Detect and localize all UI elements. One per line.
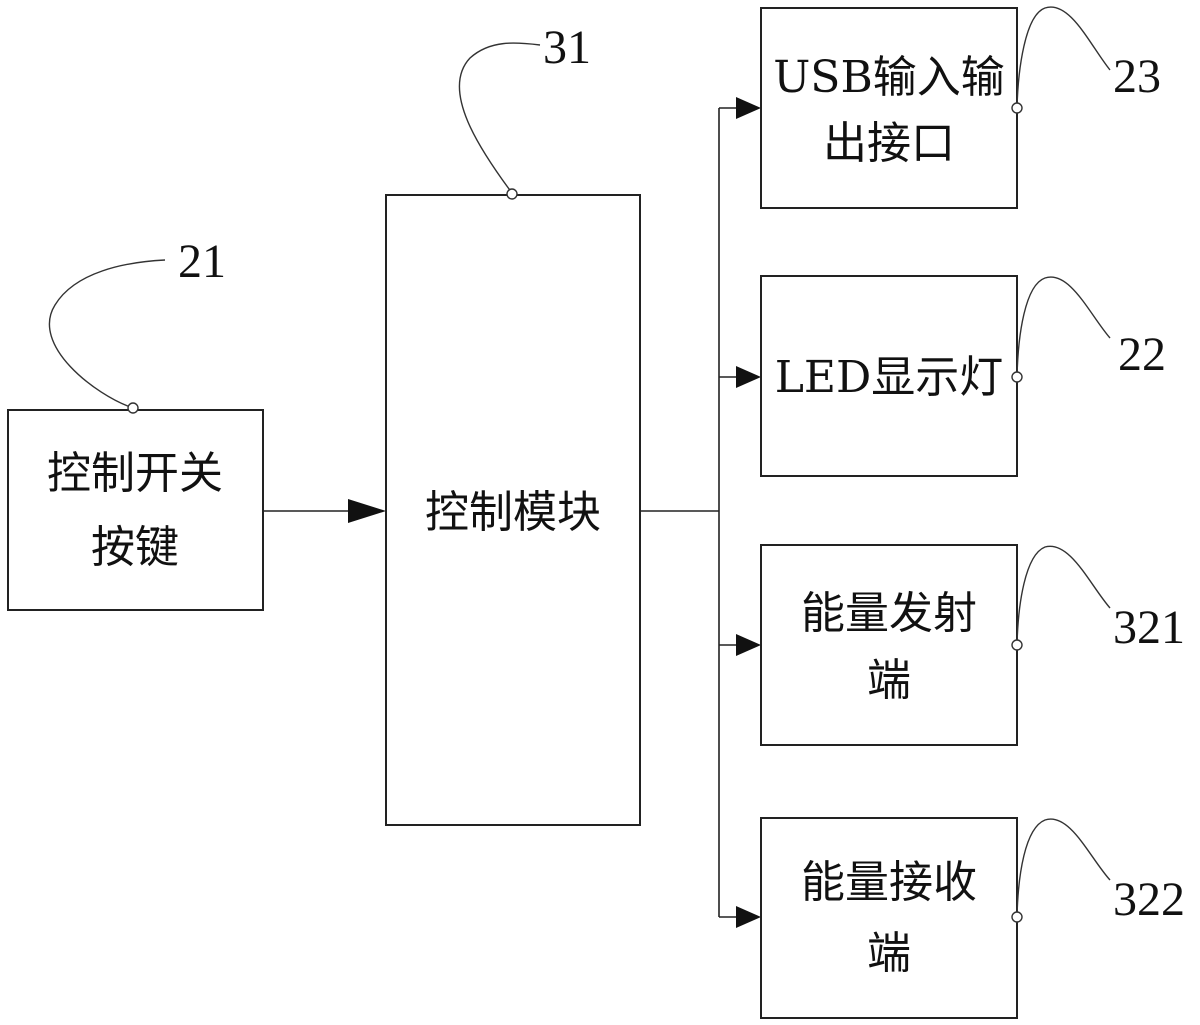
control-module-box [385,194,641,826]
energy-tx-box [760,544,1018,746]
led-light-label: LED显示灯 [775,352,1004,403]
block-usb-port: USB输入输 出接口 23 [760,6,1161,209]
usb-port-label-line-1: USB输入输 [773,52,1005,103]
energy-rx-leader-dot [1011,911,1023,923]
block-energy-tx: 能量发射 端 321 [760,544,1185,746]
switch-key-leader-line [48,259,166,409]
led-light-leader-line [1016,276,1111,378]
energy-tx-leader-line [1016,545,1111,646]
arrow-into-energy-rx [736,906,761,928]
energy-tx-label-line-1: 能量发射 [801,588,977,639]
block-control-module: 控制模块 31 [385,21,641,826]
arrow-into-usb-port [736,97,761,119]
usb-port-ref-number: 23 [1113,50,1161,103]
arrow-into-led-light [736,366,761,388]
energy-tx-ref-number: 321 [1113,601,1185,654]
control-module-ref-number: 31 [543,21,591,74]
energy-rx-label-line-2: 端 [867,928,911,979]
switch-key-box [7,409,264,611]
energy-tx-leader-dot [1011,639,1023,651]
switch-key-label-line-1: 控制开关 [47,448,223,499]
energy-rx-ref-number: 322 [1113,873,1185,926]
led-light-ref-number: 22 [1118,328,1166,381]
arrow-into-control-module [348,499,386,523]
usb-port-box [760,7,1018,209]
block-energy-rx: 能量接收 端 322 [760,817,1185,1019]
energy-rx-label-line-1: 能量接收 [801,857,977,908]
energy-tx-label-line-2: 端 [867,655,911,706]
control-module-leader-line [458,42,541,194]
switch-key-ref-number: 21 [178,235,226,288]
energy-rx-leader-line [1016,818,1111,918]
usb-port-label-line-2: 出接口 [823,118,955,169]
block-led-light: LED显示灯 22 [760,275,1166,477]
control-module-leader-dot [506,188,518,200]
control-module-label: 控制模块 [425,487,601,538]
led-light-box [760,275,1018,477]
switch-key-label-line-2: 按键 [91,522,179,573]
connections [263,97,761,928]
usb-port-leader-line [1016,6,1111,109]
energy-rx-box [760,817,1018,1019]
usb-port-leader-dot [1011,102,1023,114]
block-switch-key: 控制开关 按键 21 [7,235,264,611]
switch-key-leader-dot [127,402,139,414]
arrow-into-energy-tx [736,634,761,656]
led-light-leader-dot [1011,371,1023,383]
